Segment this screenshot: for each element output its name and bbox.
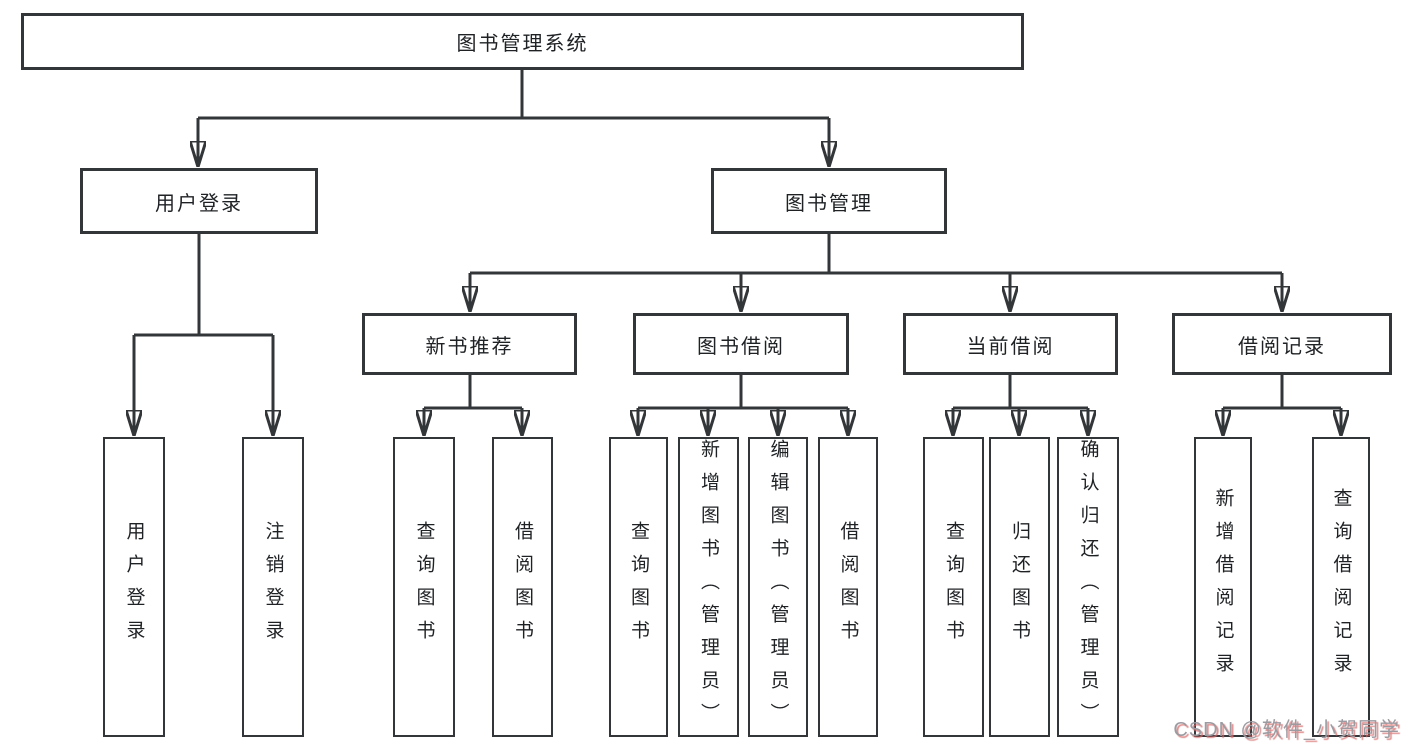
leaf-edit-book-admin: 编辑图书（管理员） <box>748 437 808 737</box>
leaf-query-books-current: 查询图书 <box>923 437 984 737</box>
node-borrow-records: 借阅记录 <box>1172 313 1392 375</box>
node-book-management: 图书管理 <box>711 168 947 234</box>
leaf-add-borrow-record: 新增借阅记录 <box>1194 437 1252 737</box>
node-new-book-recommend: 新书推荐 <box>362 313 577 375</box>
leaf-logout: 注销登录 <box>242 437 304 737</box>
node-library-management-system: 图书管理系统 <box>21 13 1024 70</box>
leaf-borrow-books-recommend: 借阅图书 <box>492 437 553 737</box>
leaf-add-book-admin: 新增图书（管理员） <box>678 437 739 737</box>
tree-connector-arrows <box>134 118 1341 436</box>
leaf-borrow-books-borrowing: 借阅图书 <box>818 437 878 737</box>
leaf-query-borrow-record: 查询借阅记录 <box>1312 437 1370 737</box>
tree-connector-bars <box>134 70 1341 410</box>
node-book-borrowing: 图书借阅 <box>633 313 849 375</box>
node-current-borrowing: 当前借阅 <box>903 313 1118 375</box>
leaf-query-books-recommend: 查询图书 <box>393 437 455 737</box>
csdn-watermark: CSDN @软件_小贺同学 <box>1173 719 1400 741</box>
leaf-query-books-borrowing: 查询图书 <box>609 437 668 737</box>
leaf-user-login: 用户登录 <box>103 437 165 737</box>
node-user-login: 用户登录 <box>80 168 318 234</box>
leaf-return-book: 归还图书 <box>989 437 1050 737</box>
leaf-confirm-return-admin: 确认归还（管理员） <box>1057 437 1119 737</box>
